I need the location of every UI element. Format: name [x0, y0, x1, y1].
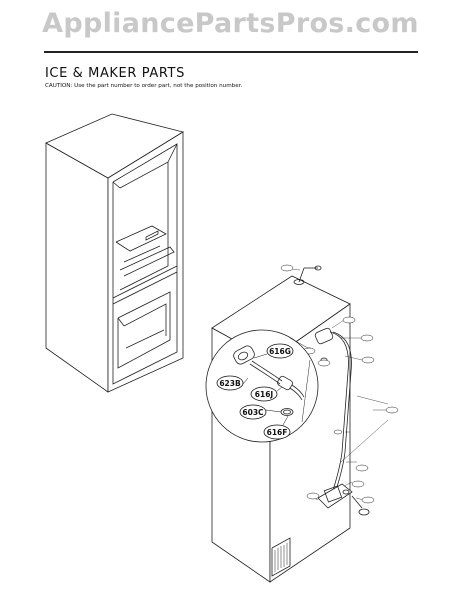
site-watermark: AppliancePartsPros.com — [42, 8, 419, 39]
callout-603c: 603C — [242, 408, 264, 417]
callout-603c-bubble — [239, 404, 267, 420]
detail-magnifier — [205, 329, 319, 443]
callout-623b-bubble — [216, 375, 244, 391]
callout-623b: 623B — [219, 379, 241, 388]
header-rule — [44, 51, 418, 53]
callout-616f-bubble — [263, 424, 291, 440]
caution-note: CAUTION: Use the part number to order pa… — [45, 83, 243, 89]
callout-616g: 616G — [269, 347, 291, 356]
cabinet-front-drawing — [45, 113, 185, 393]
callout-616j: 616J — [255, 390, 274, 399]
callout-616g-bubble — [266, 343, 294, 359]
page-title: ICE & MAKER PARTS — [45, 66, 185, 81]
callout-616f: 616F — [267, 428, 288, 437]
callout-616j-bubble — [250, 386, 278, 402]
